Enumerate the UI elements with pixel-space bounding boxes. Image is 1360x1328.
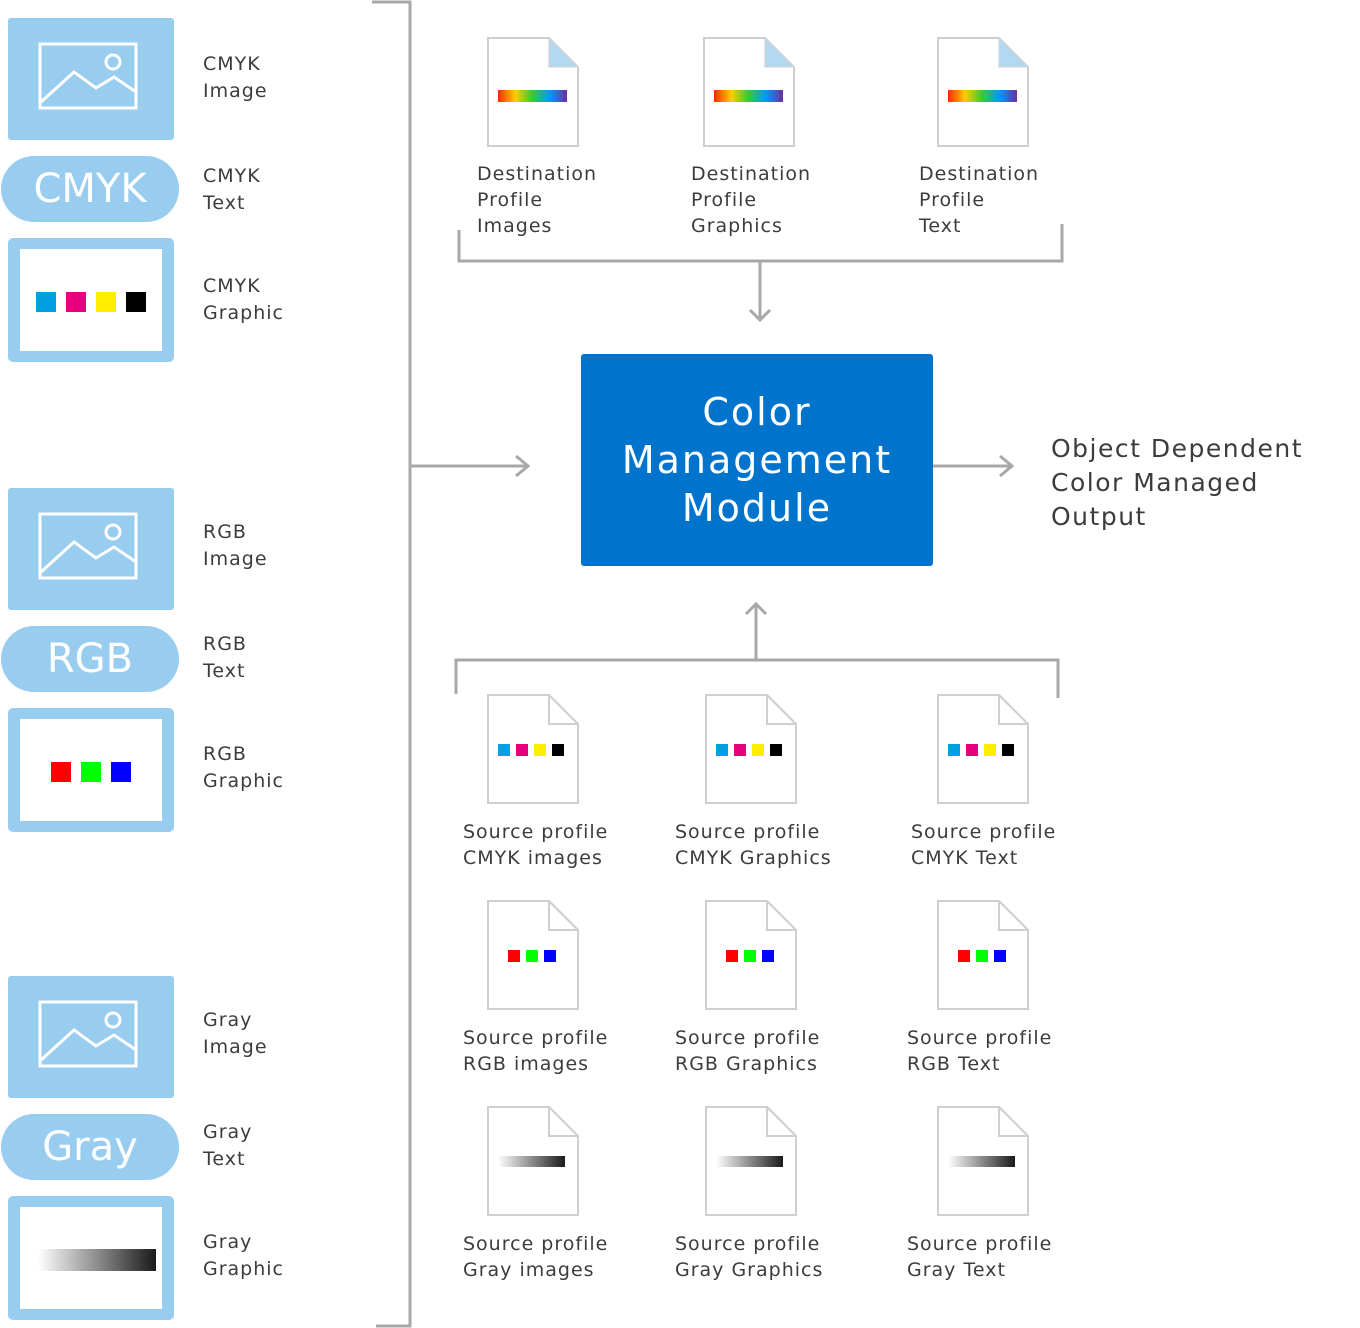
graphic-canvas: [20, 1207, 162, 1309]
gray-graphic-tile: [8, 1196, 174, 1320]
cmyk-text-tile: CMYK: [1, 156, 179, 222]
cmyk-image-tile: [8, 18, 174, 140]
source-label-cmyk-images: Source profile CMYK images: [463, 821, 609, 869]
rgb-graphic-label: RGB Graphic: [203, 743, 285, 792]
source-label-cmyk-text: Source profile CMYK Text: [911, 821, 1057, 869]
source-doc-rgb-images: [487, 898, 581, 1010]
rgb-image-label: RGB Image: [203, 521, 268, 570]
left-bracket: [372, 0, 412, 1328]
source-label-rgb-images: Source profile RGB images: [463, 1027, 609, 1075]
gray-text-label: Gray Text: [203, 1121, 253, 1170]
destination-doc-graphics: [703, 36, 796, 147]
gray-text-tile: Gray: [1, 1114, 179, 1180]
swatch-cyan: [36, 292, 56, 312]
swatch-black: [126, 292, 146, 312]
destination-arrow-head: [748, 308, 772, 323]
swatch-blue: [111, 762, 131, 782]
source-label-gray-graphics: Source profile Gray Graphics: [675, 1233, 824, 1281]
source-label-rgb-text: Source profile RGB Text: [907, 1027, 1053, 1075]
gray-image-label: Gray Image: [203, 1009, 268, 1058]
document-icon: [937, 898, 1031, 1010]
rgb-image-tile: [8, 488, 174, 610]
source-doc-gray-text: [937, 1104, 1031, 1216]
output-arrow-head: [999, 454, 1015, 478]
source-doc-gray-images: [487, 1104, 581, 1216]
document-icon: [705, 692, 799, 804]
rgb-graphic-tile: [8, 708, 174, 832]
cmyk-text-label: CMYK Text: [203, 165, 261, 214]
gray-graphic-label: Gray Graphic: [203, 1231, 285, 1280]
destination-label-images: Destination Profile Images: [477, 163, 598, 237]
swatch-magenta: [66, 292, 86, 312]
document-icon: [705, 898, 799, 1010]
source-arrow-head: [744, 601, 768, 616]
swatch-yellow: [96, 292, 116, 312]
color-management-module: Color Management Module: [581, 354, 933, 566]
source-doc-cmyk-graphics: [705, 692, 799, 804]
document-icon: [937, 1104, 1031, 1216]
source-label-rgb-graphics: Source profile RGB Graphics: [675, 1027, 821, 1075]
source-bracket: [454, 658, 1060, 698]
gray-image-tile: [8, 976, 174, 1098]
source-doc-gray-graphics: [705, 1104, 799, 1216]
source-label-gray-images: Source profile Gray images: [463, 1233, 609, 1281]
destination-label-text: Destination Profile Text: [919, 163, 1040, 237]
cmyk-graphic-label: CMYK Graphic: [203, 275, 285, 324]
source-label-gray-text: Source profile Gray Text: [907, 1233, 1053, 1281]
picture-icon: [38, 42, 138, 110]
source-doc-rgb-text: [937, 898, 1031, 1010]
swatch-green: [81, 762, 101, 782]
graphic-canvas: [20, 719, 162, 821]
destination-doc-text: [937, 36, 1030, 147]
document-icon: [937, 692, 1031, 804]
cmyk-graphic-tile: [8, 238, 174, 362]
gray-gradient-bar: [38, 1249, 156, 1271]
cmyk-image-label: CMYK Image: [203, 53, 268, 102]
document-icon: [487, 898, 581, 1010]
document-icon: [487, 692, 581, 804]
document-icon: [487, 36, 580, 147]
document-icon: [705, 1104, 799, 1216]
graphic-canvas: [20, 249, 162, 351]
source-doc-cmyk-images: [487, 692, 581, 804]
source-doc-cmyk-text: [937, 692, 1031, 804]
destination-label-graphics: Destination Profile Graphics: [691, 163, 812, 237]
input-arrow-head: [515, 454, 531, 478]
picture-icon: [38, 1000, 138, 1068]
output-label: Object Dependent Color Managed Output: [1051, 434, 1303, 531]
picture-icon: [38, 512, 138, 580]
rgb-text-tile: RGB: [1, 626, 179, 692]
rgb-text-label: RGB Text: [203, 633, 247, 682]
swatch-red: [51, 762, 71, 782]
document-icon: [703, 36, 796, 147]
document-icon: [937, 36, 1030, 147]
source-label-cmyk-graphics: Source profile CMYK Graphics: [675, 821, 832, 869]
document-icon: [487, 1104, 581, 1216]
destination-doc-images: [487, 36, 580, 147]
source-doc-rgb-graphics: [705, 898, 799, 1010]
